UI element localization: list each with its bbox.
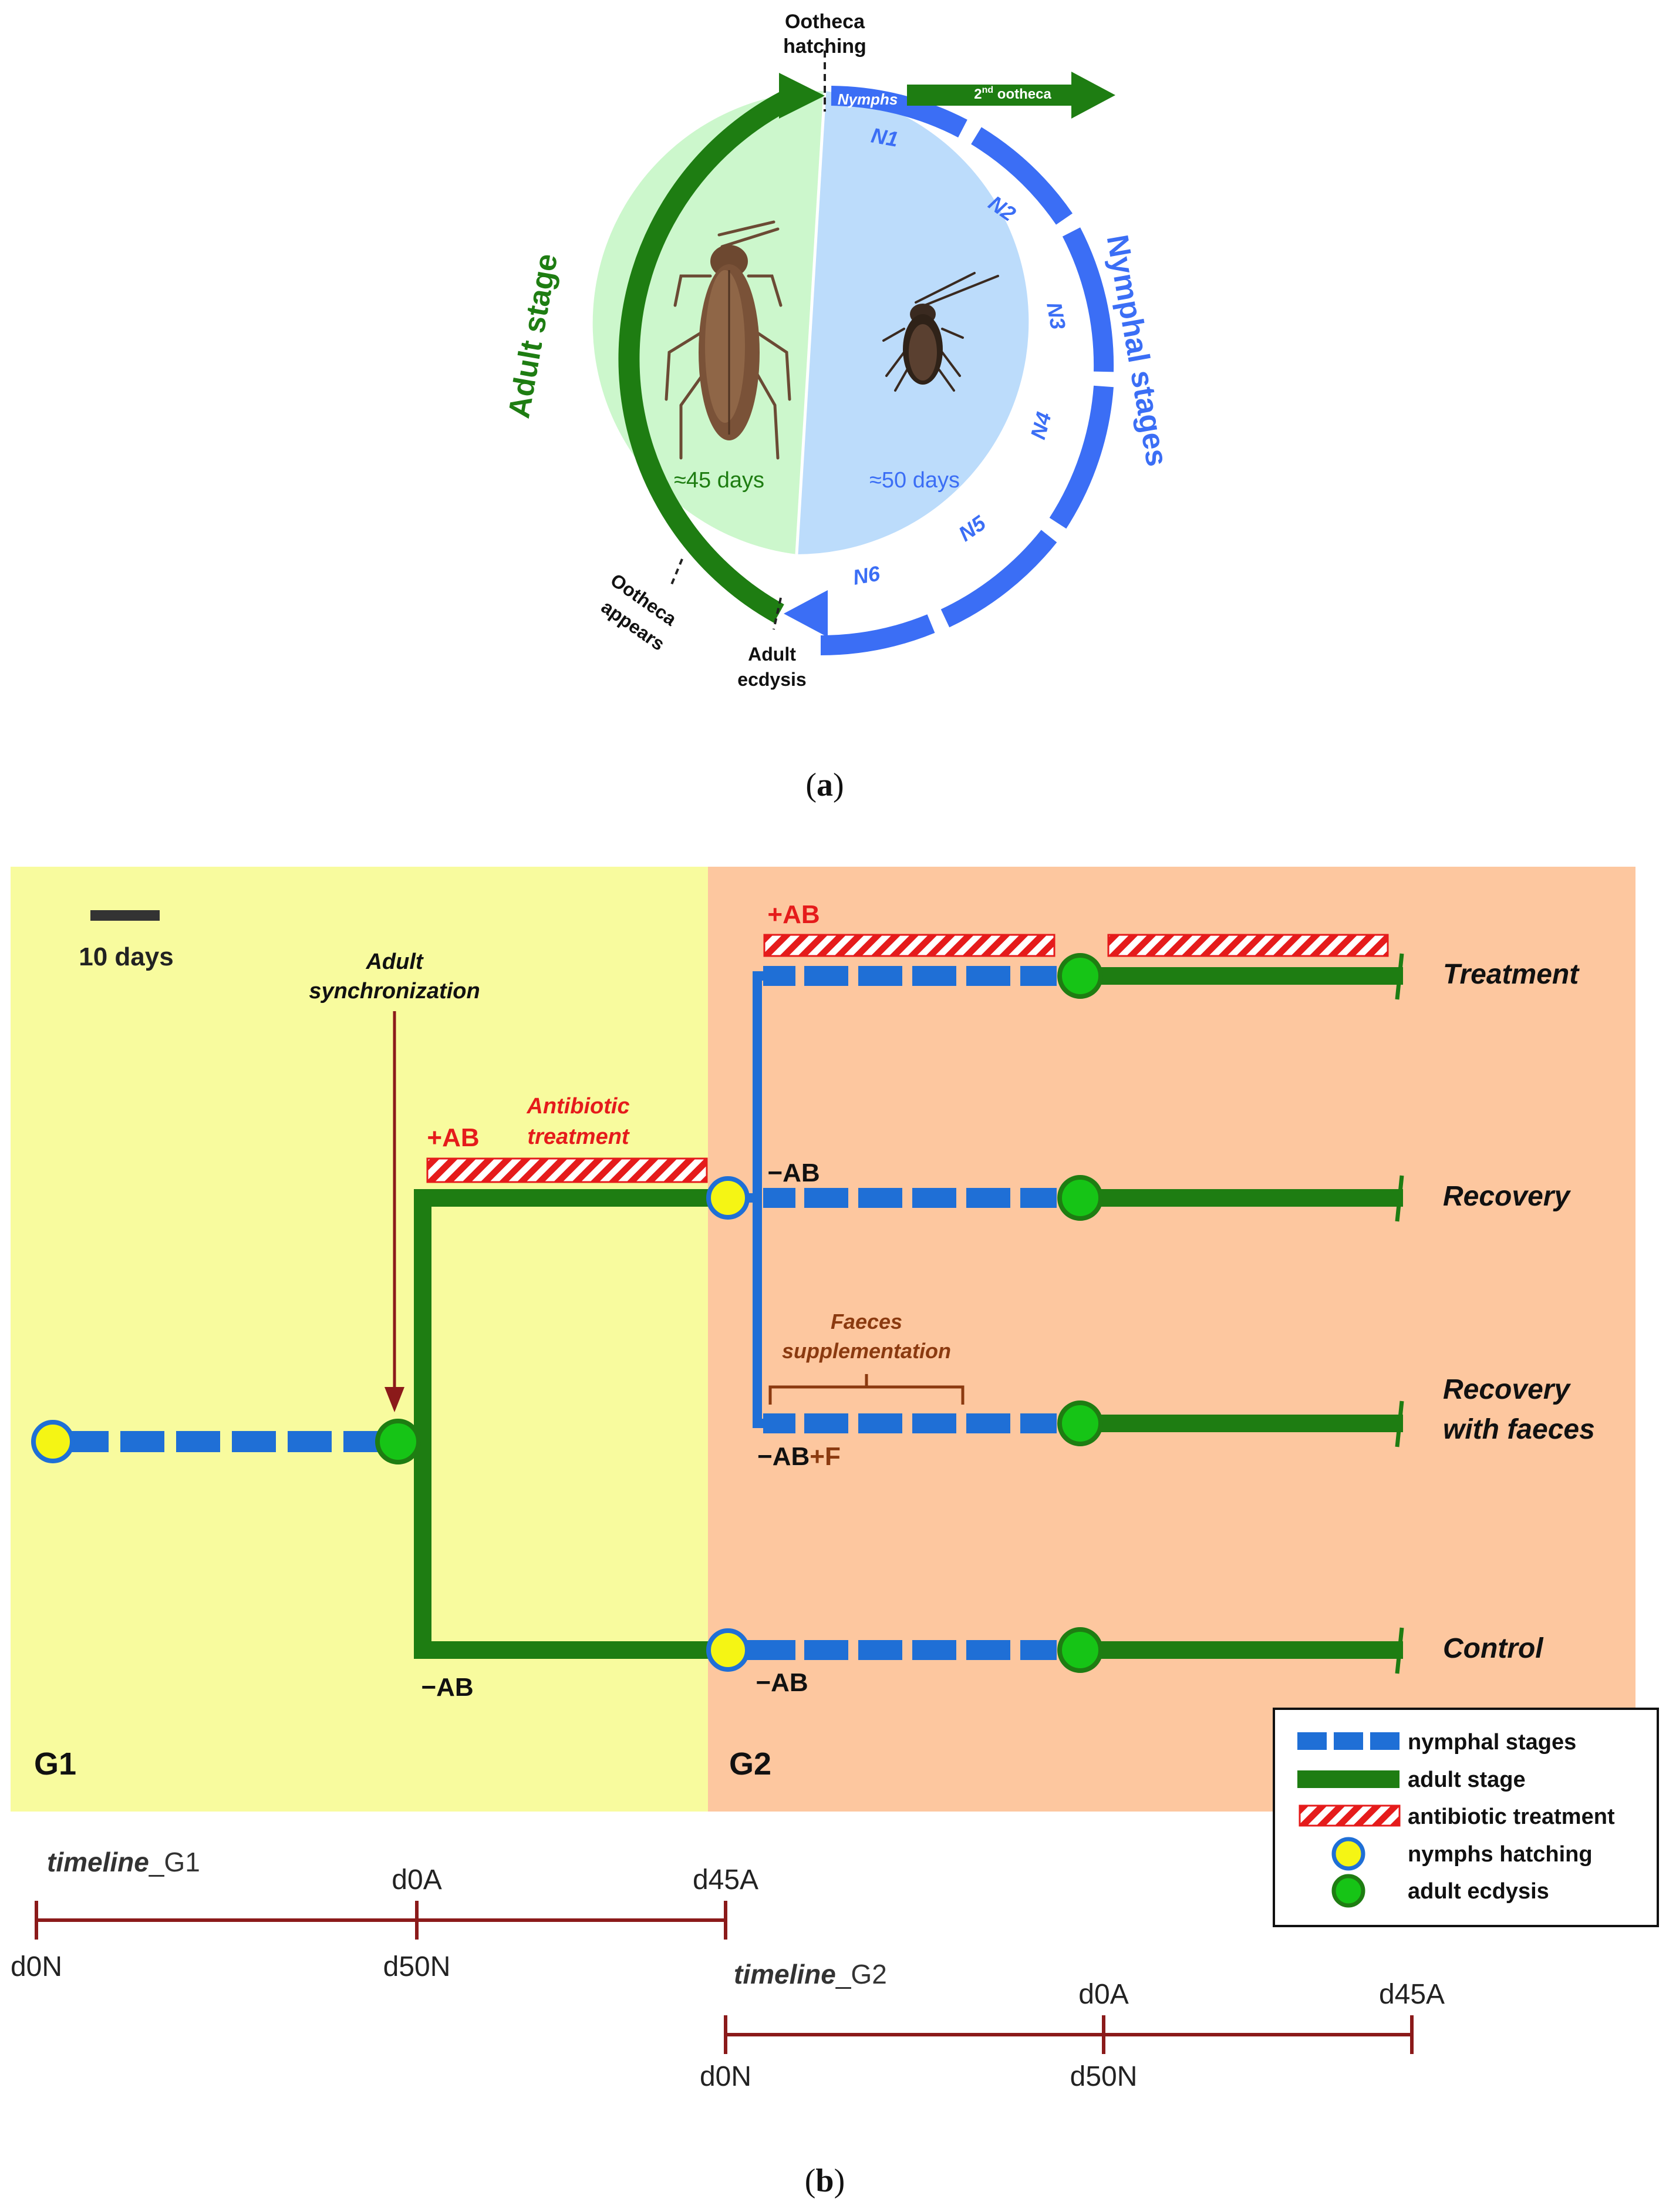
nymph-cockroach-image (882, 272, 999, 392)
faeces-label-1: Faeces (831, 1309, 902, 1334)
timeline-g2-label-d45a: d45A (1379, 1979, 1445, 2010)
g2-treatment-ecdysis-node (1057, 953, 1103, 999)
timeline-g2-label-d50n: d50N (1070, 2061, 1138, 2092)
legend-hatching-swatch (1331, 1837, 1365, 1871)
nymph-label-n1: N1 (869, 123, 900, 151)
g1-plus-ab-label: +AB (427, 1123, 479, 1152)
panel-b: 10 days Adult synchronization +AB Antibi… (11, 867, 1659, 2199)
legend-antibiotic-swatch (1299, 1804, 1401, 1827)
adult-stage-arrowhead (779, 73, 825, 119)
legend-label-antibiotic: antibiotic treatment (1408, 1804, 1615, 1829)
g1-background (11, 867, 708, 1812)
faeces-label-2: supplementation (782, 1339, 951, 1363)
adult-stage-label: Adult stage (502, 251, 564, 421)
nymph-label-n5: N5 (954, 510, 990, 546)
adult-days-label: ≈45 days (674, 468, 764, 493)
antibiotic-treatment-label-1: Antibiotic (526, 1094, 629, 1119)
faeces-bracket (768, 1374, 965, 1405)
adult-cockroach-image (665, 220, 791, 460)
nymphs-label: Nymphs (838, 90, 898, 108)
caption-b: (b) (805, 2163, 845, 2199)
adult-ecdysis-marker (773, 597, 782, 630)
legend: nymphal stages adult stage antibiotic tr… (1273, 1708, 1659, 1927)
g1-ecdysis-node (375, 1419, 421, 1464)
caption-a: (a) (805, 767, 844, 803)
timeline-g2-title: timeline_G2 (734, 1959, 887, 1989)
legend-label-adult: adult stage (1408, 1767, 1526, 1792)
nymph-stage-segments (820, 86, 1114, 655)
ootheca-hatching-label-2: hatching (783, 35, 866, 58)
g2-control-minus-ab-label: −AB (756, 1668, 808, 1697)
second-ootheca-arrowhead (1071, 72, 1115, 119)
ootheca-hatching-label-1: Ootheca (785, 11, 865, 33)
scale-bar (90, 910, 160, 921)
timeline-g1-label-d0n: d0N (11, 1951, 62, 1982)
adult-sync-label-2: synchronization (309, 979, 480, 1004)
timeline-g1-label-d0a: d0A (392, 1864, 441, 1895)
nymph-label-n6: N6 (851, 561, 882, 590)
g2-control-ecdysis-node (1057, 1627, 1103, 1673)
g2-faeces-ab-label: −AB+F (757, 1442, 841, 1471)
branch-label-recovery: Recovery (1443, 1181, 1571, 1212)
nymph-days-label: ≈50 days (869, 468, 960, 493)
branch-label-recovery-faeces-2: with faeces (1443, 1414, 1595, 1445)
timeline-g1: timeline_G1 d0A d45A d0N d50N (11, 1847, 758, 1982)
g1-hatching-node (31, 1420, 75, 1463)
g2-faeces-ecdysis-node (1057, 1400, 1103, 1446)
g2-recovery-ecdysis-node (1057, 1175, 1103, 1221)
half-divider (795, 90, 827, 555)
timeline-g1-title: timeline_G1 (47, 1847, 200, 1877)
adult-ecdysis-label-1: Adult (748, 644, 796, 665)
g1-label: G1 (34, 1746, 76, 1782)
branch-label-recovery-faeces-1: Recovery (1443, 1374, 1571, 1405)
timeline-g2-label-d0a: d0A (1078, 1979, 1128, 2010)
legend-label-hatching: nymphs hatching (1408, 1842, 1593, 1867)
g2-label: G2 (729, 1746, 771, 1782)
nymph-label-n4: N4 (1026, 409, 1056, 442)
timeline-g1-label-d50n: d50N (383, 1951, 451, 1982)
scale-label: 10 days (79, 942, 173, 971)
antibiotic-treatment-label-2: treatment (527, 1124, 629, 1149)
legend-ecdysis-swatch (1331, 1874, 1365, 1908)
g2-adult-lines (1080, 967, 1403, 1659)
adult-sync-label-1: Adult (365, 950, 423, 974)
branch-label-control: Control (1443, 1633, 1544, 1664)
g2-recovery-hatching-node (706, 1176, 750, 1220)
adult-ecdysis-label-2: ecdysis (737, 669, 806, 690)
g2-control-hatching-node (706, 1628, 750, 1672)
g2-end-ticks (1395, 953, 1404, 1674)
timeline-g2: timeline_G2 d0A d45A d0N d50N (700, 1959, 1445, 2092)
second-ootheca-arrow (907, 85, 1083, 106)
branch-label-treatment: Treatment (1443, 959, 1580, 990)
adult-stage-arrow (618, 86, 800, 623)
timeline-g2-label-d0n: d0N (700, 2061, 751, 2092)
adult-sync-arrowhead (385, 1387, 404, 1412)
timeline-g1-label-d45a: d45A (693, 1864, 758, 1895)
g2-recovery-minus-ab-label: −AB (767, 1159, 820, 1187)
g2-nymphal-lines (743, 966, 1057, 1660)
legend-label-ecdysis: adult ecdysis (1408, 1879, 1549, 1904)
second-ootheca-label: 2nd ootheca (974, 85, 1051, 102)
nymph-label-n3: N3 (1042, 301, 1070, 331)
g2-antibiotic-bar-nymph (763, 934, 1055, 957)
g1-minus-ab-label: −AB (421, 1673, 473, 1702)
g2-plus-ab-label: +AB (767, 900, 820, 929)
nymph-stage-arrowhead (784, 590, 828, 637)
g1-antibiotic-bar (426, 1157, 708, 1183)
legend-label-nymphal: nymphal stages (1408, 1730, 1576, 1755)
ootheca-appears-marker (669, 558, 683, 588)
g2-antibiotic-bar-adult (1107, 934, 1389, 957)
panel-a: 2nd ootheca Nymphs Ootheca hatching Adul… (502, 11, 1174, 803)
